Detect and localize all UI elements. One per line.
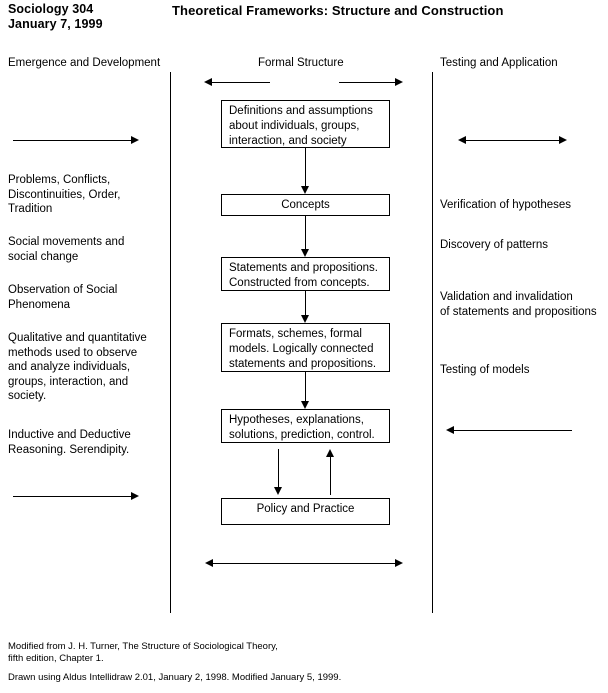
right-item-discovery: Discovery of patterns <box>440 239 549 251</box>
left-item-problems: Problems, Conflicts, Discontinuities, Or… <box>8 174 121 215</box>
course-date: January 7, 1999 <box>8 17 103 31</box>
divider-line-left <box>170 72 171 613</box>
column-heading-formal-structure: Formal Structure <box>258 57 344 69</box>
left-item-social-movements: Social movements and social change <box>8 236 125 263</box>
right-item-testing-models: Testing of models <box>440 364 530 376</box>
footer-tooling: Drawn using Aldus Intellidraw 2.01, Janu… <box>8 672 342 683</box>
flow-box-formats[interactable]: Formats, schemes, formal models. Logical… <box>221 323 390 372</box>
divider-line-right <box>432 72 433 613</box>
flow-box-statements[interactable]: Statements and propositions. Constructed… <box>221 257 390 291</box>
left-item-reasoning: Inductive and Deductive Reasoning. Seren… <box>8 429 131 456</box>
flow-box-concepts[interactable]: Concepts <box>221 194 390 216</box>
left-item-methods: Qualitative and quantitative methods use… <box>8 332 147 402</box>
left-item-observation: Observation of Social Phenomena <box>8 284 118 311</box>
flow-box-hypotheses[interactable]: Hypotheses, explanations, solutions, pre… <box>221 409 390 443</box>
column-heading-testing: Testing and Application <box>440 57 558 69</box>
course-header: Sociology 304 January 7, 1999 <box>8 2 103 32</box>
page-title: Theoretical Frameworks: Structure and Co… <box>172 3 504 18</box>
course-name: Sociology 304 <box>8 2 94 16</box>
footer-source-line1: Modified from J. H. Turner, The Structur… <box>8 641 278 652</box>
footer-source-line2: fifth edition, Chapter 1. <box>8 653 104 664</box>
flow-box-definitions[interactable]: Definitions and assumptions about indivi… <box>221 100 390 148</box>
footer-source: Modified from J. H. Turner, The Structur… <box>8 641 278 665</box>
flow-box-policy[interactable]: Policy and Practice <box>221 498 390 525</box>
column-heading-emergence: Emergence and Development <box>8 57 161 69</box>
right-item-validation: Validation and invalidation of statement… <box>440 291 597 318</box>
right-item-verification: Verification of hypotheses <box>440 199 572 211</box>
